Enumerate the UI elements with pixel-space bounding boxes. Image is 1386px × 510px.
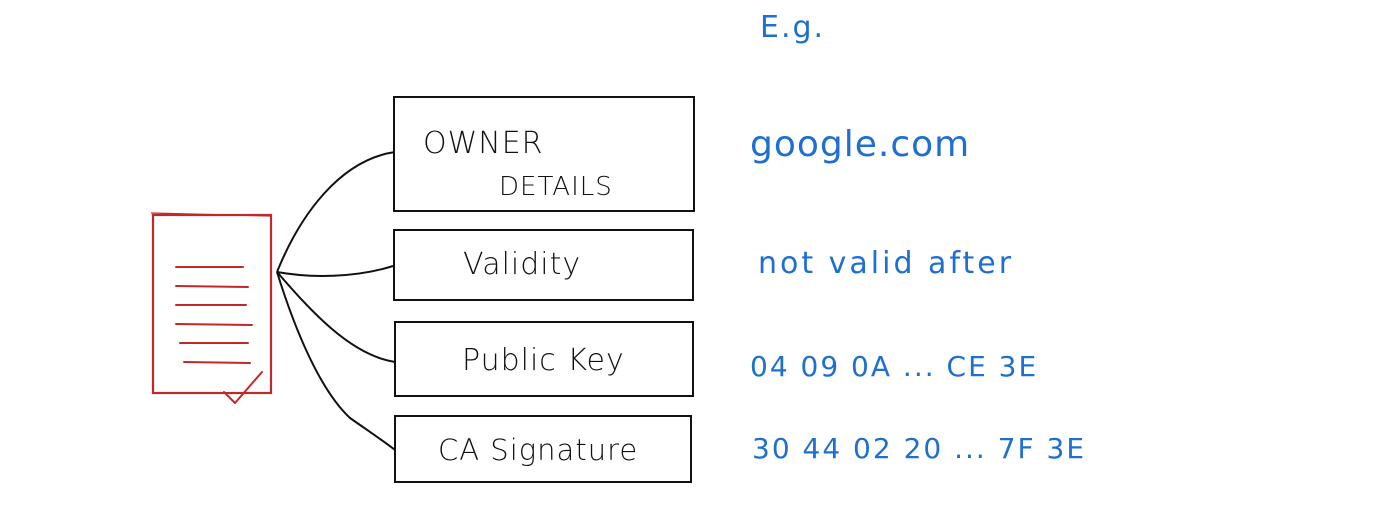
field-label-validity: Validity bbox=[463, 247, 582, 282]
document-text-line bbox=[183, 361, 251, 364]
field-label-owner-line-2: DETAILS bbox=[499, 172, 613, 202]
connector-public-key bbox=[276, 271, 396, 363]
document-text-lines bbox=[175, 266, 253, 364]
example-owner-details: google.com bbox=[750, 124, 971, 165]
example-ca-signature: 30 44 02 20 ... 7F 3E bbox=[752, 432, 1087, 465]
example-header: E.g. bbox=[760, 10, 826, 45]
connectors bbox=[276, 151, 396, 451]
field-box-public-key: Public Key bbox=[394, 321, 694, 397]
document-text-line bbox=[175, 323, 253, 326]
connector-owner-details bbox=[276, 151, 396, 273]
field-box-ca-signature: CA Signature bbox=[394, 415, 692, 483]
certificate-document-icon bbox=[150, 212, 273, 404]
field-box-validity: Validity bbox=[393, 229, 694, 301]
document-text-line bbox=[175, 285, 249, 288]
field-label-ca-signature: CA Signature bbox=[438, 433, 639, 467]
document-top-edge-stroke bbox=[150, 212, 271, 217]
checkmark-icon bbox=[223, 371, 263, 404]
field-box-owner-details: OWNER DETAILS bbox=[393, 96, 695, 212]
connector-ca-signature bbox=[276, 271, 396, 451]
example-public-key: 04 09 0A ... CE 3E bbox=[750, 350, 1039, 383]
field-label-public-key: Public Key bbox=[462, 343, 625, 378]
example-validity: not valid after bbox=[758, 246, 1015, 281]
connector-validity bbox=[276, 265, 394, 277]
field-label-owner-line-1: OWNER bbox=[423, 126, 544, 161]
